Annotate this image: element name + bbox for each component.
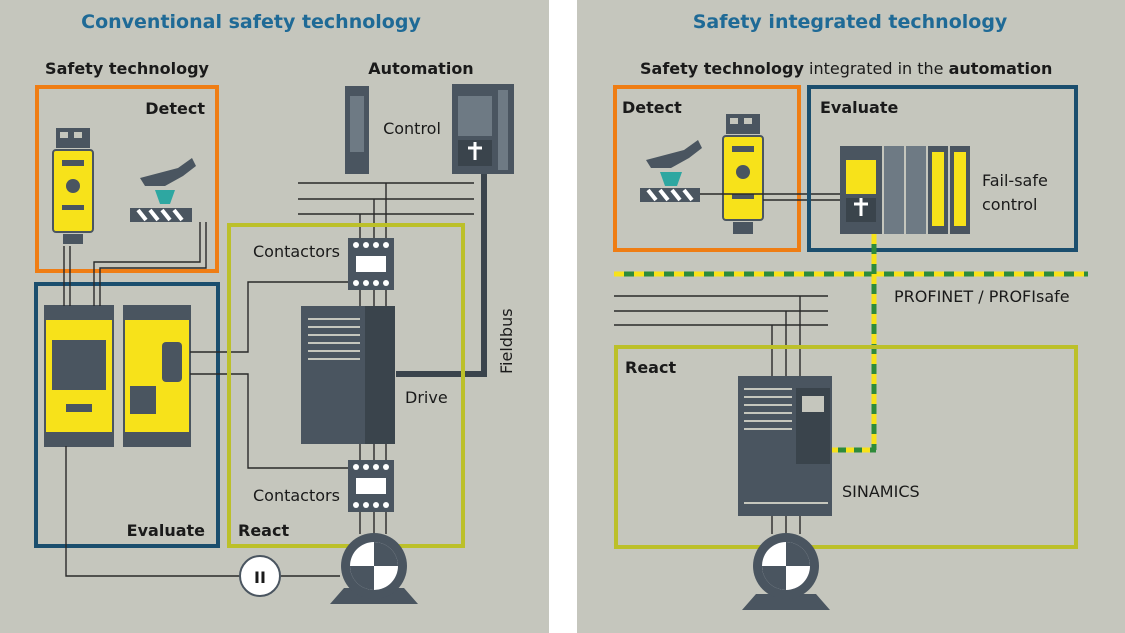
left-evaluate-box [34,282,220,548]
left-react-label: React [238,521,289,540]
right-power-drops [771,296,801,376]
sinamics-drive-icon [738,376,832,516]
right-subtitle-a: Safety technology [640,59,804,78]
right-detect-box [613,85,801,252]
automation-label: Automation [368,59,473,78]
motor-icon-right [742,533,830,610]
wire-feedback-loop [65,446,340,577]
sinamics-to-motor [771,516,801,534]
safety-switch-icon-right [722,114,764,234]
right-detect-label: Detect [622,98,682,117]
drive-to-contactor-bottom [359,444,387,460]
contactor-top-to-drive [359,290,387,306]
wire-detect-relay [63,246,71,306]
right-react-box [614,345,1078,549]
feedback-contact-symbol [239,555,281,597]
wire-relay-contactor-top [190,281,350,353]
sinamics-label: SINAMICS [842,482,920,501]
contactor-to-motor [359,512,387,534]
contactors-top-label: Contactors [253,242,340,261]
failsafe-controller-icon [840,146,970,234]
contactor-top-icon [348,238,394,290]
safety-relay-2 [123,305,191,447]
left-react-box [227,223,465,548]
hand-sensor-icon-right [640,140,702,202]
drive-icon [301,306,395,444]
fieldbus-cable [396,174,487,377]
right-panel-background [577,0,1125,633]
safety-switch-icon [52,128,94,244]
wire-relay-contactor-bottom [190,373,350,469]
right-subtitle-c: automation [949,59,1053,78]
left-evaluate-label: Evaluate [127,521,205,540]
contactor-bottom-icon [348,460,394,512]
right-react-label: React [625,358,676,377]
profinet-label: PROFINET / PROFIsafe [894,287,1070,306]
contactors-bottom-label: Contactors [253,486,340,505]
left-safety-technology-label: Safety technology [45,59,209,78]
panel-divider [549,0,577,633]
right-subtitle-b: integrated in the [804,59,949,78]
control-label: Control [383,119,441,138]
safety-relay-1 [44,305,114,447]
left-detect-box [35,85,219,273]
right-subtitle: Safety technology integrated in the auto… [640,59,1052,78]
motor-icon-left [330,533,418,604]
drive-label: Drive [405,388,448,407]
failsafe-label-line1: Fail-safe [982,171,1048,190]
right-evaluate-box [807,85,1078,252]
right-title: Safety integrated technology [693,11,1008,33]
failsafe-label-line2: control [982,195,1037,214]
hand-sensor-icon [130,158,196,222]
fieldbus-label: Fieldbus [497,308,516,374]
left-detect-label: Detect [145,99,205,118]
right-power-lines [614,295,828,326]
right-evaluate-label: Evaluate [820,98,898,117]
feedback-contact-label: II [254,568,266,587]
control-module-icon [345,86,369,174]
wire-sensor-relay [93,222,207,306]
plc-controller-icon [452,84,514,174]
left-title: Conventional safety technology [81,11,421,33]
detect-to-controller-wires [700,193,840,201]
